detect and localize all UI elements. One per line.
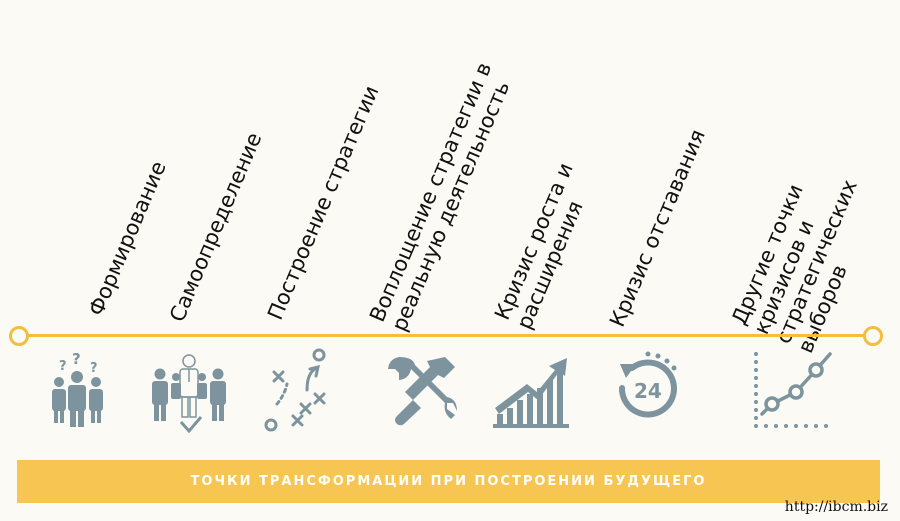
source-url[interactable]: http://ibcm.biz [784,499,888,515]
stage-label-strategy-implementation: Воплощение стратегии в реальную деятельн… [365,58,515,335]
svg-text:?: ? [59,359,67,374]
stage-label-lag-crisis: Кризис отставания [605,125,710,331]
timeline-end-cap [863,326,883,346]
line-graph-icon [754,352,832,428]
growth-chart-icon [493,358,569,428]
strategy-play-icon [264,348,326,432]
svg-text:24: 24 [634,379,662,403]
stage-label-strategy-building: Построение стратегии [263,82,384,324]
svg-text:?: ? [72,352,81,368]
banner-title: ТОЧКИ ТРАНСФОРМАЦИИ ПРИ ПОСТРОЕНИИ БУДУЩ… [190,474,707,489]
group-question-icon: ? ? ? [52,352,103,427]
stage-label-other-crises: Другие точки кризисов и стратегических в… [727,176,862,357]
stage-label-self-determination: Самоопределение [165,129,267,326]
wrench-screwdriver-icon [388,357,457,426]
timeline-start-cap [9,326,29,346]
timeline-line [22,334,873,337]
stage-label-formation: Формирование [84,157,171,320]
team-selection-icon [152,354,226,434]
bottom-banner: ТОЧКИ ТРАНСФОРМАЦИИ ПРИ ПОСТРОЕНИИ БУДУЩ… [17,460,880,503]
svg-text:?: ? [90,361,98,376]
stage-label-growth-crisis: Кризис роста и расширения [490,159,588,333]
clock-24-icon: 24 [618,351,677,418]
